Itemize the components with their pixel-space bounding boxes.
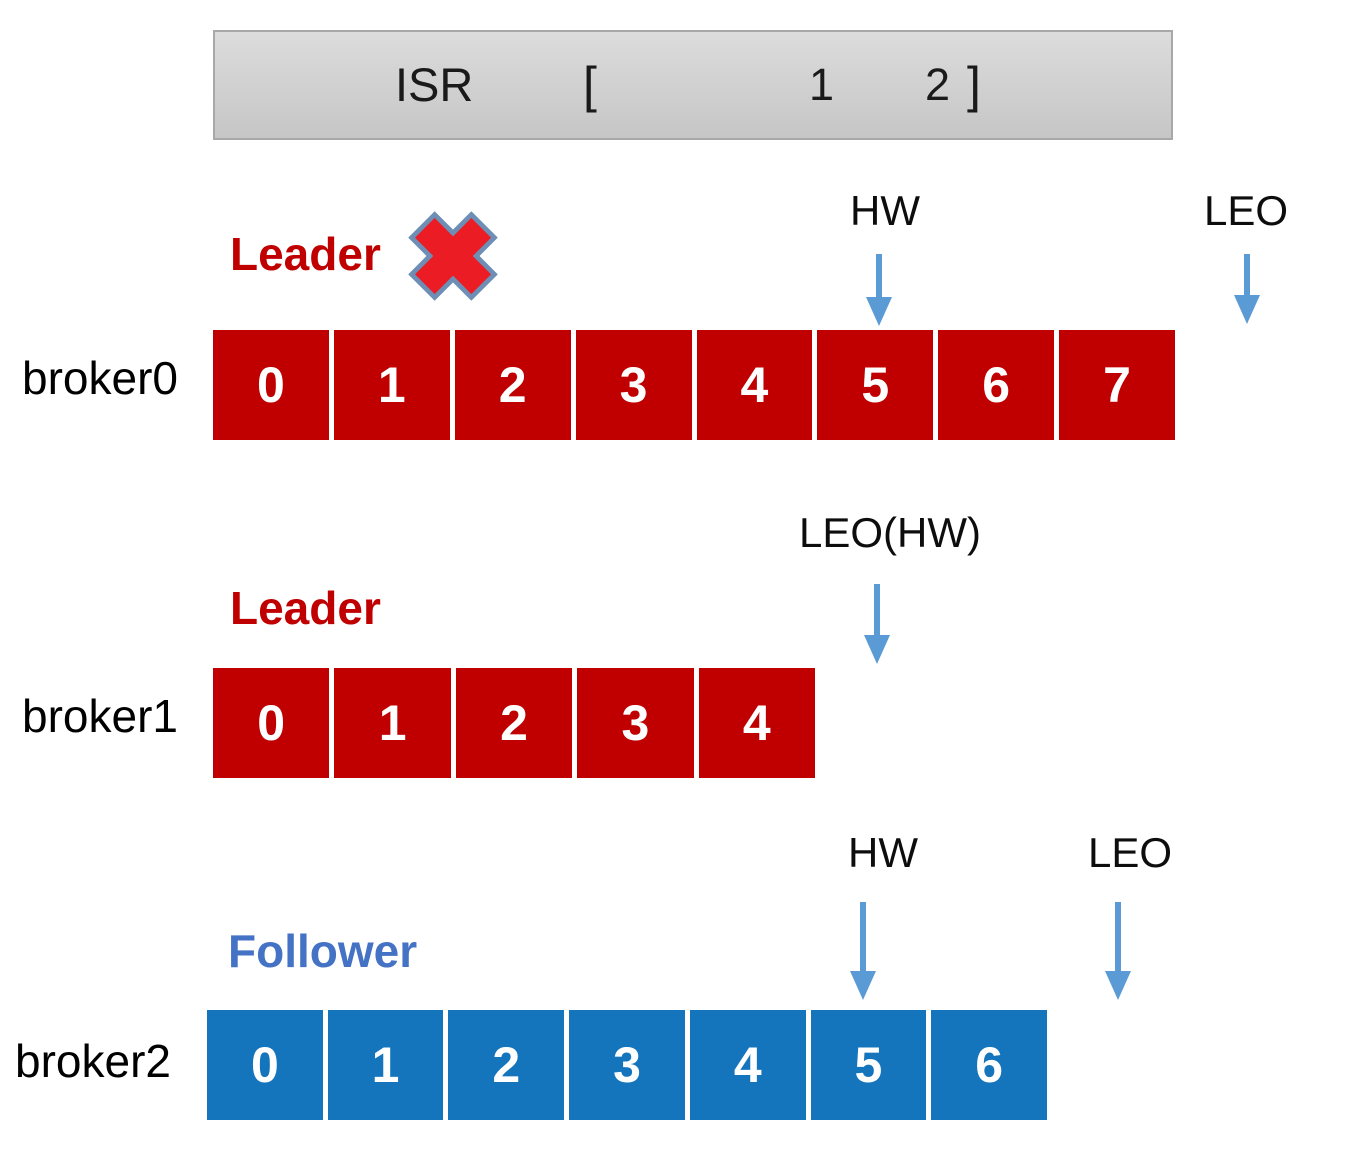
log-cell: 4: [696, 330, 813, 440]
log-cell: 0: [207, 1010, 323, 1120]
broker0-leo-arrow-icon: [1234, 254, 1260, 324]
log-cell: 1: [334, 668, 451, 778]
isr-member-2: 2: [925, 59, 951, 110]
broker1-log-row: 0 1 2 3 4: [213, 668, 816, 778]
broker1-leo-hw-label: LEO(HW): [799, 509, 981, 556]
broker2-log-row: 0 1 2 3 4 5 6: [207, 1010, 1048, 1120]
isr-member-1: 1: [809, 59, 835, 110]
broker0-label: broker0: [22, 352, 178, 404]
log-cell: 0: [213, 330, 329, 440]
log-cell: 2: [448, 1010, 565, 1120]
broker2-leo-arrow-icon: [1105, 902, 1131, 1000]
broker2-role-label: Follower: [228, 925, 418, 977]
log-cell: 7: [1059, 330, 1175, 440]
log-cell: 1: [333, 330, 450, 440]
isr-label: ISR: [395, 58, 474, 111]
log-cell: 6: [938, 330, 1055, 440]
broker1-role-label: Leader: [230, 582, 381, 634]
log-cell: 3: [569, 1010, 685, 1120]
log-cell: 3: [577, 668, 694, 778]
broker0-role-label: Leader: [230, 228, 381, 280]
broker0-log-row: 0 1 2 3 4 5 6 7: [213, 330, 1175, 440]
log-cell: 0: [213, 668, 330, 778]
broker0-hw-label: HW: [850, 187, 920, 234]
log-cell: 4: [698, 668, 816, 778]
broker2-hw-arrow-icon: [850, 902, 876, 1000]
log-cell: 5: [810, 1010, 927, 1120]
log-cell: 2: [455, 668, 573, 778]
broker1-label: broker1: [22, 690, 178, 742]
log-cell: 6: [931, 1010, 1048, 1120]
log-cell: 3: [575, 330, 692, 440]
log-cell: 1: [327, 1010, 444, 1120]
broker2-label: broker2: [15, 1035, 171, 1087]
crashed-x-icon: [408, 211, 498, 301]
isr-open-bracket: [: [583, 57, 597, 113]
log-cell: 5: [817, 330, 934, 440]
log-cell: 4: [689, 1010, 806, 1120]
broker2-hw-label: HW: [848, 829, 918, 876]
broker1-leo-hw-arrow-icon: [864, 584, 890, 664]
isr-bar: ISR [ 1 2 ]: [213, 30, 1173, 140]
broker2-leo-label: LEO: [1087, 829, 1173, 876]
isr-close-bracket: ]: [967, 57, 981, 113]
log-cell: 2: [454, 330, 571, 440]
broker0-leo-label: LEO: [1203, 187, 1289, 234]
broker0-hw-arrow-icon: [866, 254, 892, 326]
